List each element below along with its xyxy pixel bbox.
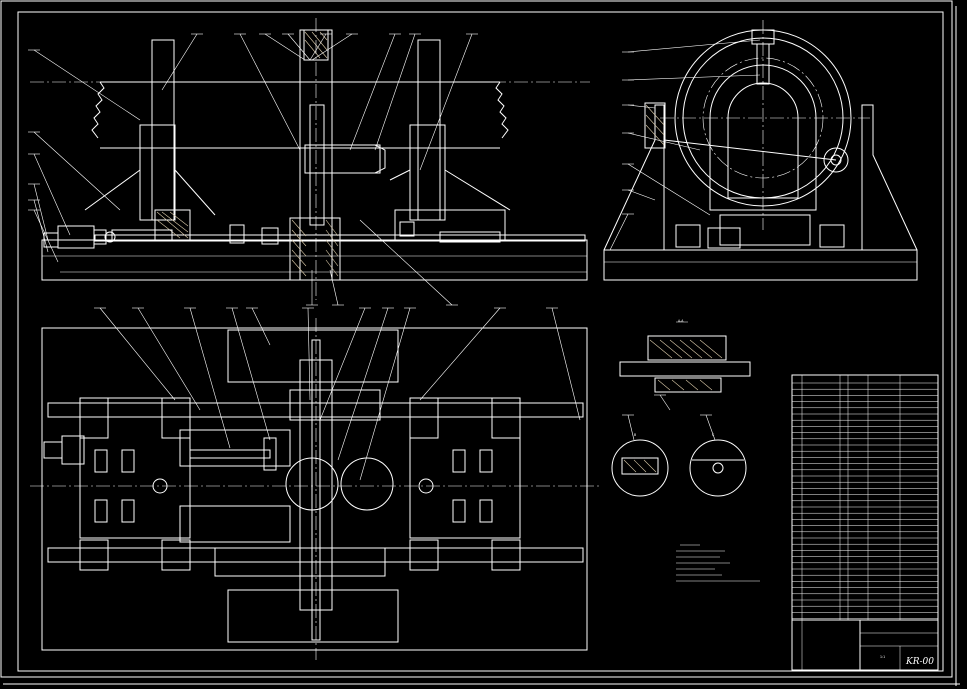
leader-line: [419, 307, 501, 401]
leader-line: [419, 33, 473, 171]
leader-line: [627, 39, 761, 53]
right-support-column: [417, 39, 441, 221]
leader-line: [359, 219, 453, 306]
view-mark-left: B: [634, 433, 636, 437]
leader-line: [609, 213, 629, 251]
leader-line: [311, 33, 353, 61]
view-mark-top: A-A: [678, 319, 684, 323]
leader-line: [239, 33, 301, 151]
front-view: [30, 18, 590, 300]
right-carriage: [409, 397, 521, 539]
leader-line: [627, 132, 701, 151]
leader-line: [627, 189, 656, 201]
drawing-scale: 1:1: [880, 655, 885, 659]
leader-line: [359, 307, 411, 481]
leader-line: [251, 307, 271, 346]
leader-line: [99, 307, 176, 401]
side-right-bracket: [861, 104, 918, 251]
leader-line: [551, 307, 581, 421]
drawing-code: KR-00: [905, 657, 934, 667]
detail-b: [611, 439, 669, 497]
leader-line: [627, 163, 711, 216]
leader-line: [287, 33, 311, 61]
parts-list-table: KR-00 1:1: [791, 374, 939, 671]
base-plate: [41, 239, 588, 281]
leader-line: [627, 104, 656, 109]
plan-view: [30, 318, 600, 660]
left-support-column: [151, 39, 175, 221]
leader-line: [189, 307, 231, 449]
part-leader-lines: [28, 33, 761, 481]
leader-line: [161, 33, 198, 91]
leader-line: [33, 199, 49, 253]
leader-line: [264, 33, 306, 61]
technical-notes: [676, 544, 760, 582]
leader-line: [307, 307, 311, 401]
leader-line: [309, 33, 327, 61]
side-left-bracket: [603, 104, 665, 251]
parts-list-rows: [792, 382, 938, 619]
leader-line: [231, 307, 271, 441]
leader-line: [33, 153, 71, 236]
plan-roller-left: [285, 457, 339, 511]
outer-border: [0, 0, 953, 678]
plan-outline: [41, 327, 588, 651]
leader-line: [33, 183, 49, 241]
plan-roller-right: [340, 457, 394, 511]
leader-line: [374, 33, 416, 151]
leader-line: [705, 414, 716, 441]
left-carriage: [79, 397, 191, 539]
leader-line: [319, 307, 366, 421]
side-view: [603, 20, 918, 281]
leader-line: [349, 33, 396, 151]
leader-line: [337, 307, 389, 461]
side-base: [603, 249, 918, 281]
leader-line: [627, 414, 635, 441]
leader-line: [33, 131, 121, 211]
leader-line: [329, 269, 339, 306]
leader-line: [33, 49, 141, 121]
leader-line: [659, 394, 671, 411]
detail-a: [619, 321, 751, 393]
inner-frame-arch: [709, 64, 817, 211]
leader-line: [627, 74, 761, 81]
detail-c: [689, 439, 747, 497]
inner-frame: [17, 11, 944, 672]
leader-line: [137, 307, 201, 411]
leader-line: [33, 209, 59, 263]
